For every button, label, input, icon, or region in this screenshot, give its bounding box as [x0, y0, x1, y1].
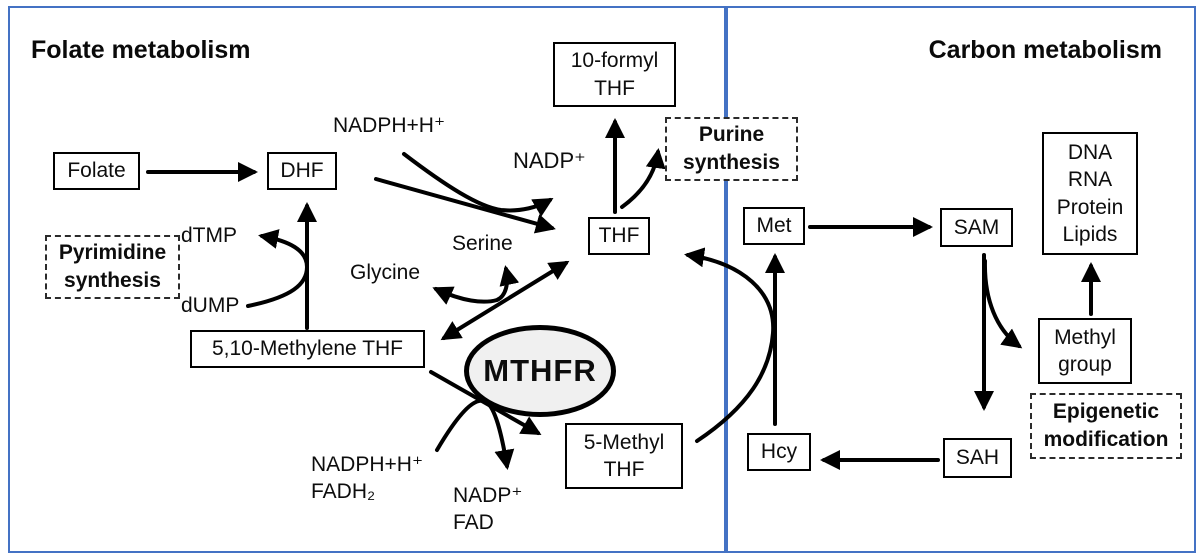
arrow-dhf-to-thf	[374, 177, 556, 234]
arrow-serine-glycine-curve	[432, 265, 520, 305]
node-sam: SAM	[940, 208, 1013, 247]
node-sah: SAH	[943, 438, 1012, 478]
label-nadp-fad: NADP⁺ FAD	[453, 484, 523, 535]
label-dtmp: dTMP	[181, 224, 238, 247]
node-methyl-group: Methyl group	[1038, 318, 1132, 384]
label-serine: Serine	[452, 232, 513, 255]
node-thf: THF	[588, 217, 650, 255]
node-dna-rna-protein-lipids: DNA RNA Protein Lipids	[1042, 132, 1138, 255]
panel-folate-metabolism	[8, 6, 728, 553]
node-hcy: Hcy	[747, 433, 811, 471]
enzyme-mthfr: MTHFR	[464, 325, 616, 417]
node-5-methyl-thf: 5-Methyl THF	[565, 423, 683, 489]
node-folate: Folate	[53, 152, 140, 190]
arrow-methyl-thf-to-thf-big-curve	[684, 247, 776, 443]
label-dump: dUMP	[181, 294, 240, 317]
process-box-epigenetic-modification: Epigenetic modification	[1030, 393, 1182, 459]
node-met: Met	[743, 207, 805, 245]
carbon-panel-title: Carbon metabolism	[928, 36, 1162, 64]
arrow-dump-to-dtmp-curve	[246, 229, 310, 308]
label-nadph-fadh2: NADPH+H⁺ FADH₂	[311, 453, 424, 504]
folate-panel-title: Folate metabolism	[31, 36, 251, 64]
label-nadp: NADP⁺	[513, 148, 586, 173]
process-box-pyrimidine-synthesis: Pyrimidine synthesis	[45, 235, 180, 299]
node-10-formyl-thf: 10-formyl THF	[553, 42, 676, 107]
arrow-nadph-to-nadp-curve	[402, 152, 554, 217]
node-dhf: DHF	[267, 152, 337, 190]
label-nadph-h: NADPH+H⁺	[333, 114, 446, 137]
arrow-sam-to-methyl-group-curve	[982, 259, 1023, 349]
process-box-purine-synthesis: Purine synthesis	[665, 117, 798, 181]
label-glycine: Glycine	[350, 261, 421, 284]
node-5-10-methylene-thf: 5,10-Methylene THF	[190, 330, 425, 368]
panel-carbon-metabolism	[724, 6, 1196, 553]
arrow-thf-to-purine-synthesis	[620, 148, 666, 209]
